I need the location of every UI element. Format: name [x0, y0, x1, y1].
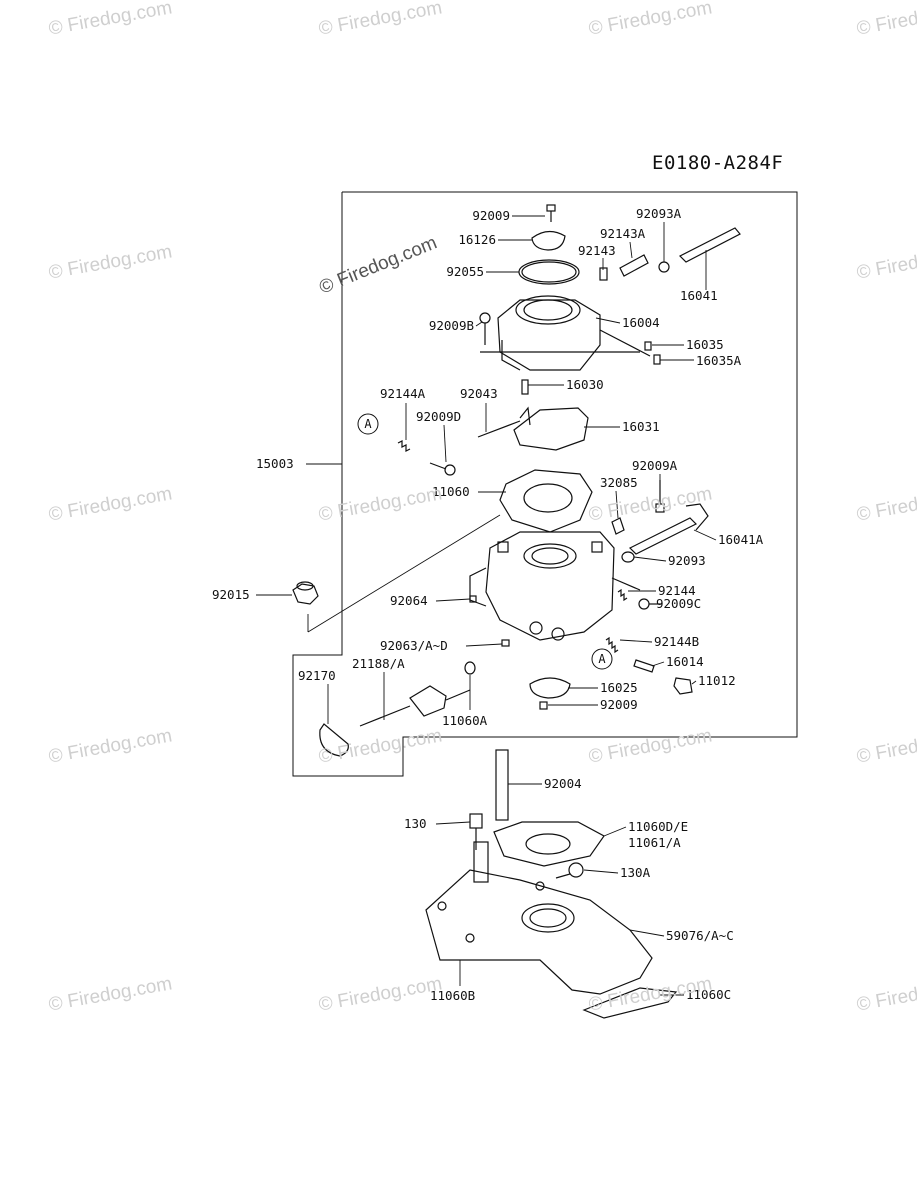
part-label: 16041: [680, 288, 718, 303]
part-label: 130: [404, 816, 427, 831]
callout-marker: A: [357, 413, 379, 435]
part-label: 92009: [472, 208, 510, 223]
gasket-11060C-drawing: [582, 987, 678, 1019]
leader-line: [693, 529, 717, 541]
leader-line: [443, 424, 447, 463]
part-label: 92143: [578, 243, 616, 258]
part-label: 92064: [390, 593, 428, 608]
part-label: 59076/A~C: [666, 928, 734, 943]
part-label: 11061/A: [628, 835, 681, 850]
callout-letter: A: [364, 417, 372, 431]
part-label: 92015: [212, 587, 250, 602]
leader-line: [691, 680, 697, 685]
part-label: 11012: [698, 673, 736, 688]
part-label: 11060: [432, 484, 470, 499]
callout-letter: A: [598, 652, 606, 666]
part-label: 21188/A: [352, 656, 405, 671]
diagram-code: E0180-A284F: [652, 152, 784, 174]
leader-line: [475, 321, 483, 327]
leader-line: [633, 556, 667, 562]
part-label: 11060D/E: [628, 819, 688, 834]
main-body-drawing: [469, 531, 641, 641]
part-label: 16035: [686, 337, 724, 352]
callout-marker: A: [591, 648, 613, 670]
part-label: 16031: [622, 419, 660, 434]
part-label: 92009C: [656, 596, 701, 611]
float-16031-drawing: [513, 406, 589, 451]
part-label: 15003: [256, 456, 294, 471]
gasket-11060D-drawing: [493, 821, 605, 867]
solenoid-21188-drawing: [359, 685, 471, 727]
leader-line: [619, 639, 653, 643]
part-label: 92009B: [429, 318, 474, 333]
part-label: 92004: [544, 776, 582, 791]
part-label: 16004: [622, 315, 660, 330]
leader-line: [615, 490, 619, 519]
leader-line: [651, 661, 665, 667]
part-label: 92009: [600, 697, 638, 712]
part-label: 16035A: [696, 353, 742, 368]
part-label: 92009A: [632, 458, 678, 473]
oring-92055-drawing: [518, 259, 580, 285]
part-label: 92093A: [636, 206, 682, 221]
part-label: 32085: [600, 475, 638, 490]
part-label: 16030: [566, 377, 604, 392]
part-label: 92170: [298, 668, 336, 683]
assembly-boundary: [292, 191, 798, 777]
part-label: 92009D: [416, 409, 461, 424]
leader-line: [583, 869, 619, 874]
leader-line: [595, 317, 621, 324]
leader-line: [435, 821, 471, 825]
screw-92009-top-drawing: [546, 204, 556, 222]
part-label: 130A: [620, 865, 651, 880]
leader-line: [603, 826, 627, 837]
nut-92015-drawing: [292, 581, 319, 605]
band-92170-drawing: [319, 723, 349, 757]
part-label: 92043: [460, 386, 498, 401]
leader-line: [465, 643, 503, 647]
part-label: 92144: [658, 583, 696, 598]
part-label: 92093: [668, 553, 706, 568]
leader-line: [629, 241, 633, 259]
leader-line: [435, 598, 471, 602]
plate-16126-drawing: [531, 230, 566, 251]
leader-line: [629, 929, 665, 937]
part-label: 16025: [600, 680, 638, 695]
part-label: 11060C: [686, 987, 731, 1002]
part-label: 11060A: [442, 713, 488, 728]
part-label: 16126: [458, 232, 496, 247]
part-label: 11060B: [430, 988, 475, 1003]
stud-92004-drawing: [495, 749, 509, 821]
part-label: 92144A: [380, 386, 426, 401]
part-label: 16014: [666, 654, 704, 669]
manifold-59076-drawing: [425, 841, 653, 995]
part-label: 92144B: [654, 634, 699, 649]
part-label: 92055: [446, 264, 484, 279]
part-label: 92063/A~D: [380, 638, 448, 653]
part-label: 92143A: [600, 226, 646, 241]
part-label: 16041A: [718, 532, 764, 547]
shaft-16041-drawing: [678, 227, 741, 263]
upper-body-16004-drawing: [480, 295, 651, 371]
gasket-11060-drawing: [499, 469, 593, 533]
